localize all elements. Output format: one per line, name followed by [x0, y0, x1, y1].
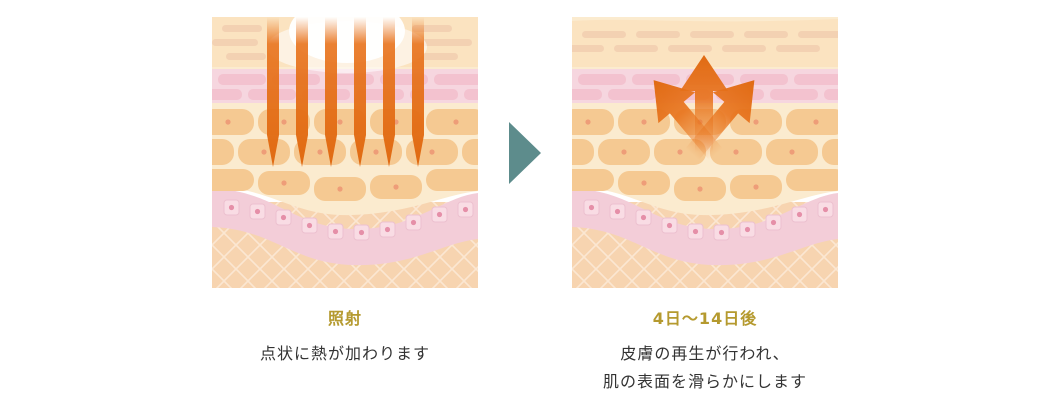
- caption-irradiation: 照射 点状に熱が加わります: [212, 308, 478, 368]
- skin-diagram-irradiation: [212, 17, 478, 288]
- caption-title: 4日～14日後: [652, 309, 758, 328]
- skin-diagram-regeneration: [572, 17, 838, 288]
- caption-line: 点状に熱が加わります: [259, 344, 430, 363]
- caption-line: 皮膚の再生が行われ、: [620, 344, 790, 363]
- caption-regeneration: 4日～14日後 皮膚の再生が行われ、 肌の表面を滑らかにします: [560, 308, 850, 396]
- caption-title: 照射: [327, 309, 362, 328]
- caption-line: 肌の表面を滑らかにします: [602, 372, 807, 391]
- triangle-right-icon: [509, 122, 541, 184]
